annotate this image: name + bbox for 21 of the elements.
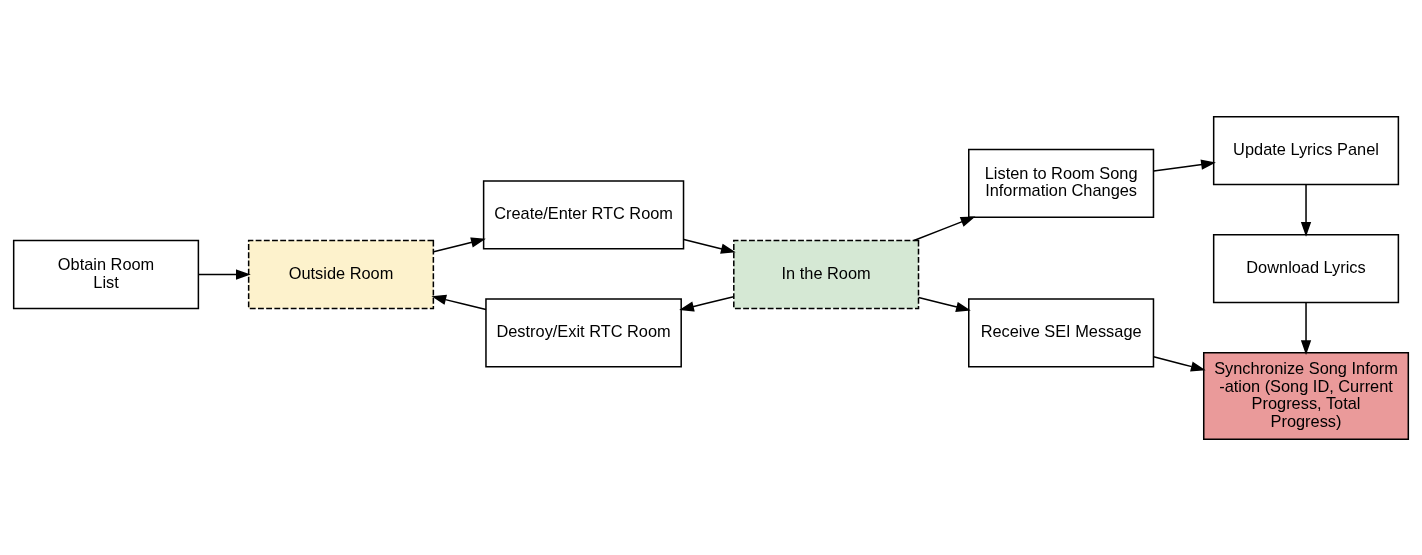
- arrow: [197, 268, 251, 280]
- node-box: Listen to Room Song Information Changes: [968, 148, 1155, 218]
- node-box: Destroy/Exit RTC Room: [485, 297, 682, 368]
- node-box: Create/Enter RTC Room: [482, 179, 685, 250]
- arrow: [913, 215, 976, 241]
- node-box: Update Lyrics Panel: [1212, 115, 1400, 185]
- arrow: [1300, 183, 1312, 237]
- node-box: Outside Room: [247, 239, 435, 309]
- node-box: Synchronize Song Inform -ation (Song ID, Current Progress, Total Progress): [1203, 351, 1410, 440]
- arrow: [1152, 355, 1206, 372]
- node-box: In the Room: [733, 239, 920, 309]
- arrow: [431, 294, 487, 310]
- arrow: [917, 296, 971, 312]
- arrow: [679, 295, 735, 311]
- arrow: [432, 236, 486, 253]
- node-box: Receive SEI Message: [968, 297, 1155, 368]
- arrow: [683, 238, 736, 254]
- arrow: [1300, 301, 1312, 355]
- arrow: [1152, 158, 1216, 172]
- node-box: Obtain Room List: [12, 239, 200, 309]
- node-box: Download Lyrics: [1212, 233, 1400, 303]
